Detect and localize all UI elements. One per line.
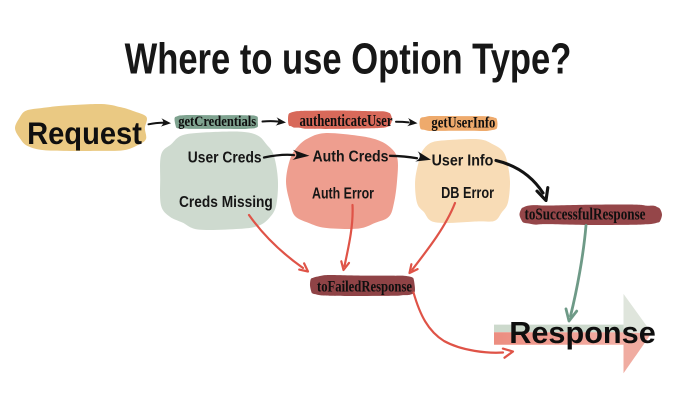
svg-text:Where to use Option Type?: Where to use Option Type? [125, 35, 572, 84]
svg-text:getUserInfo: getUserInfo [431, 114, 495, 131]
svg-text:DB Error: DB Error [441, 185, 494, 202]
svg-text:authenticateUser: authenticateUser [300, 111, 393, 130]
svg-text:toSuccessfulResponse: toSuccessfulResponse [525, 205, 646, 224]
svg-text:getCredentials: getCredentials [178, 114, 256, 130]
svg-text:Auth Creds: Auth Creds [313, 149, 389, 166]
svg-text:Request: Request [27, 115, 142, 151]
svg-text:Creds Missing: Creds Missing [179, 194, 273, 211]
svg-text:toFailedResponse: toFailedResponse [317, 277, 412, 295]
svg-text:Auth Error: Auth Error [312, 185, 374, 202]
svg-text:User Creds: User Creds [188, 150, 262, 167]
svg-text:User Info: User Info [432, 153, 494, 170]
svg-text:Response: Response [509, 315, 656, 350]
